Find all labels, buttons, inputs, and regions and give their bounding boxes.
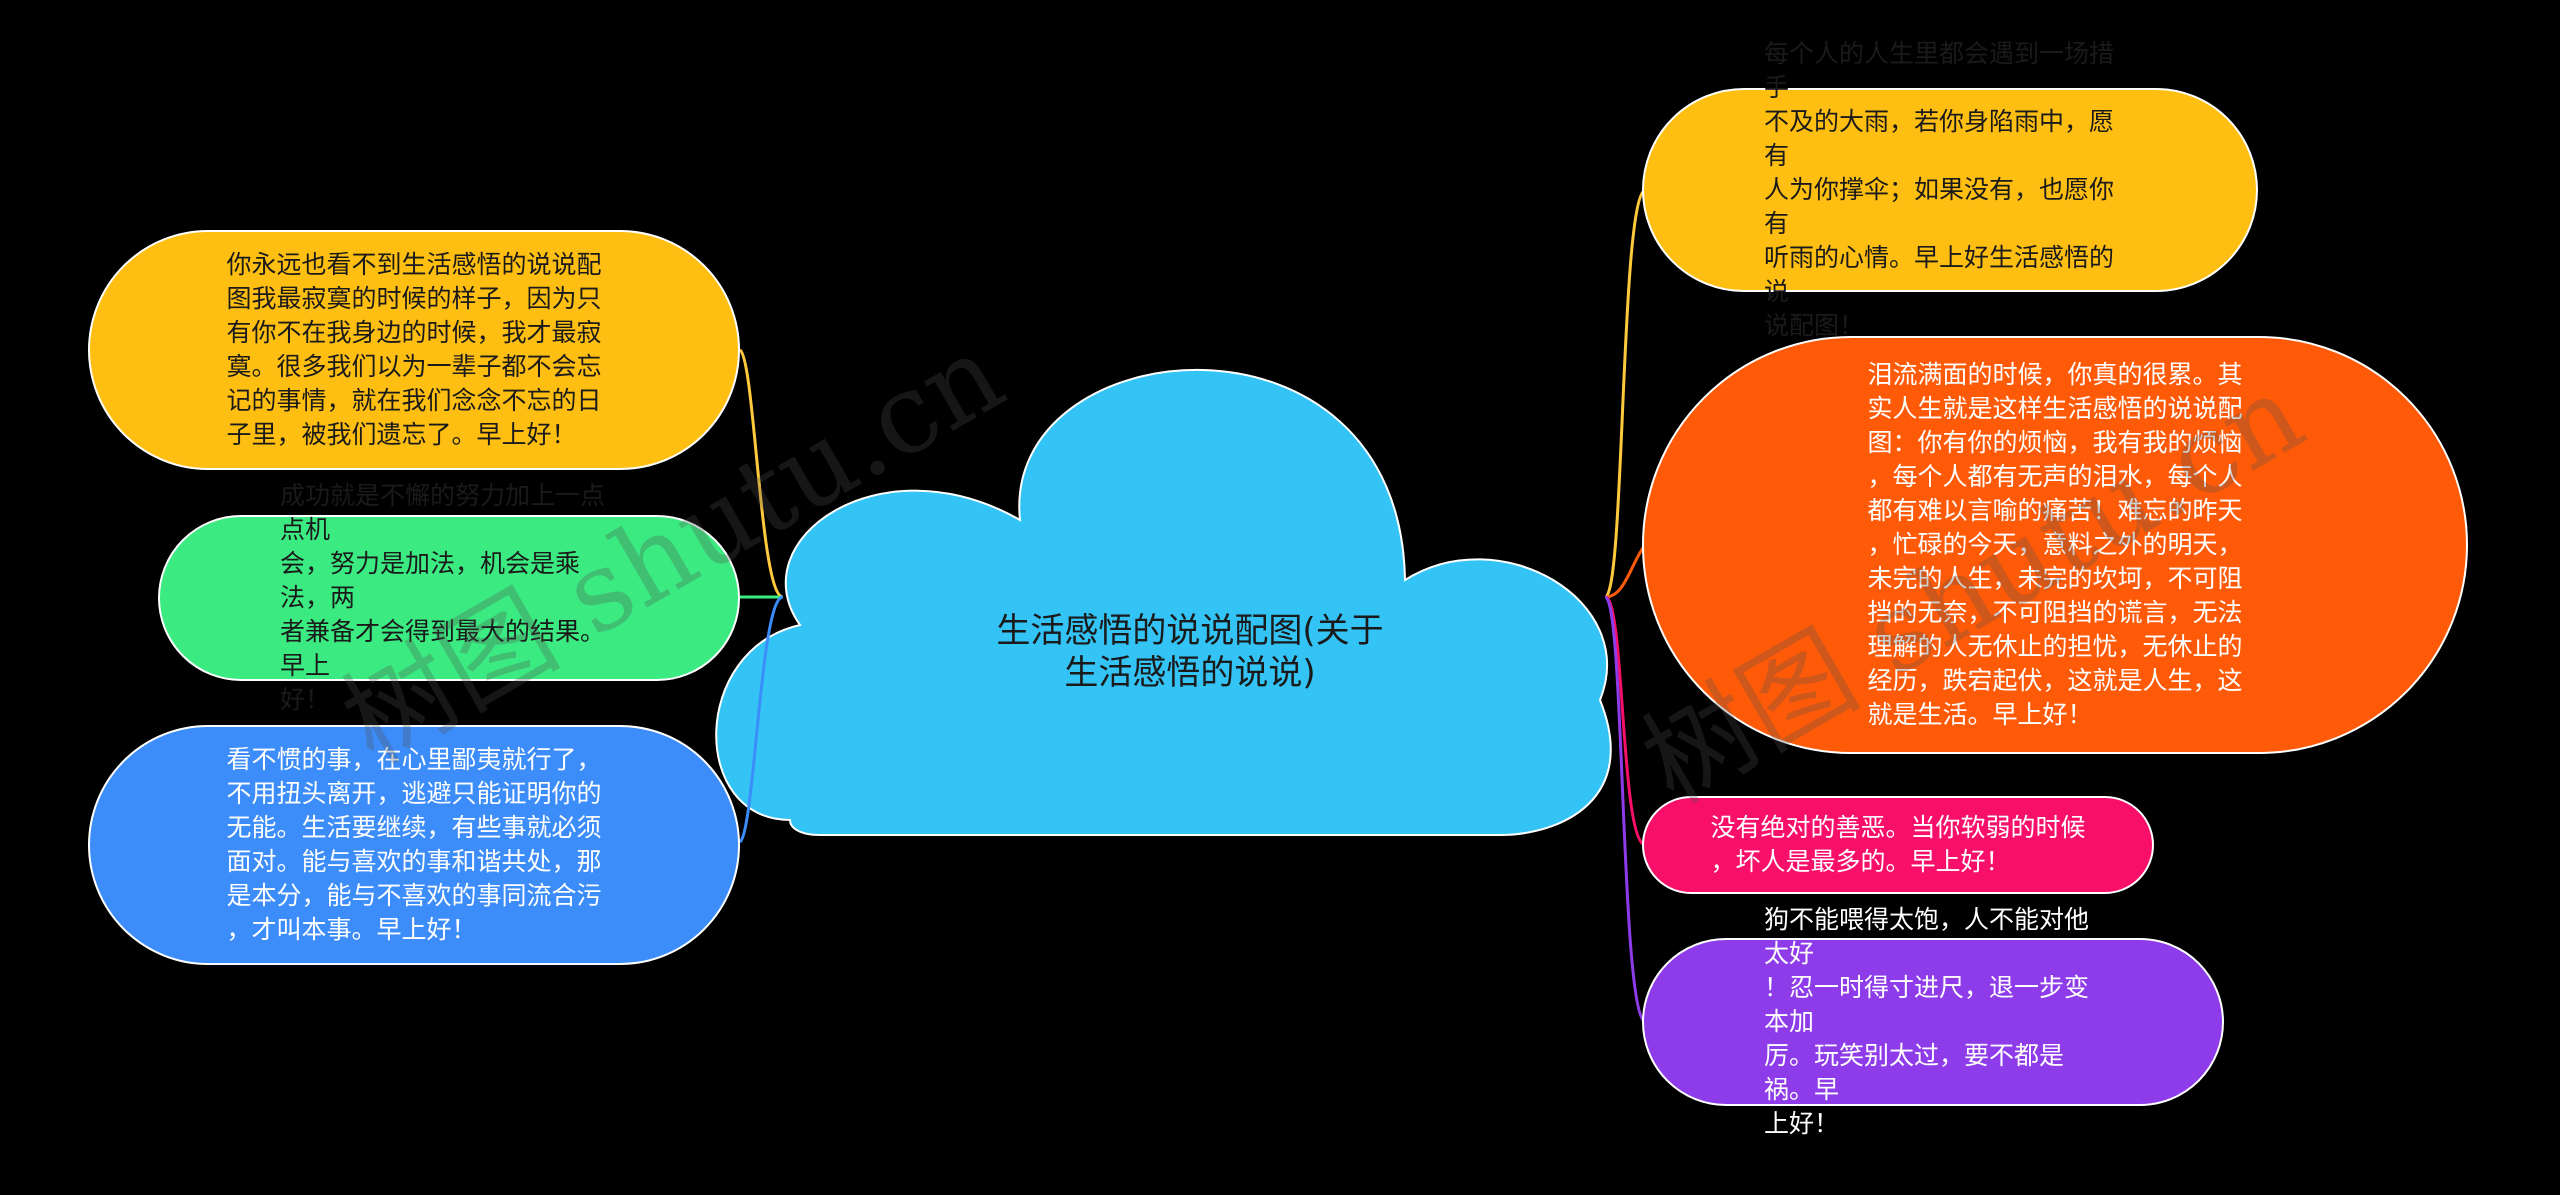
left-node-2-text: 成功就是不懈的努力加上一点点机 会，努力是加法，机会是乘法，两 者兼备才会得到最… bbox=[280, 481, 606, 714]
center-topic-title[interactable]: 生活感悟的说说配图(关于 生活感悟的说说) bbox=[996, 611, 1384, 693]
left-node-1[interactable]: 你永远也看不到生活感悟的说说配 图我最寂寞的时候的样子，因为只 有你不在我身边的… bbox=[88, 230, 740, 470]
link-left-3 bbox=[738, 595, 784, 844]
right-node-1-text: 每个人的人生里都会遇到一场措手 不及的大雨，若你身陷雨中，愿有 人为你撑伞；如果… bbox=[1764, 39, 2115, 340]
left-node-2[interactable]: 成功就是不懈的努力加上一点点机 会，努力是加法，机会是乘法，两 者兼备才会得到最… bbox=[158, 481, 740, 714]
right-node-3-text: 没有绝对的善恶。当你软弱的时候 ，坏人是最多的。早上好！ bbox=[1710, 813, 2086, 876]
right-node-3[interactable]: 没有绝对的善恶。当你软弱的时候 ，坏人是最多的。早上好！ bbox=[1642, 796, 2154, 894]
center-cloud bbox=[715, 369, 1612, 836]
right-node-4[interactable]: 狗不能喂得太饱，人不能对他太好 ！忍一时得寸进尺，退一步变本加 厉。玩笑别太过，… bbox=[1642, 905, 2224, 1138]
link-right-1 bbox=[1603, 188, 1647, 599]
link-right-4 bbox=[1603, 595, 1647, 1024]
left-node-1-text: 你永远也看不到生活感悟的说说配 图我最寂寞的时候的样子，因为只 有你不在我身边的… bbox=[226, 250, 602, 449]
right-node-2[interactable]: 泪流满面的时候，你真的很累。其 实人生就是这样生活感悟的说说配 图：你有你的烦恼… bbox=[1642, 336, 2468, 754]
link-left-1 bbox=[738, 348, 784, 599]
right-node-2-text: 泪流满面的时候，你真的很累。其 实人生就是这样生活感悟的说说配 图：你有你的烦恼… bbox=[1867, 360, 2243, 729]
link-right-3 bbox=[1604, 595, 1646, 847]
left-node-3-text: 看不惯的事，在心里鄙夷就行了， 不用扭头离开，逃避只能证明你的 无能。生活要继续… bbox=[226, 745, 602, 944]
right-node-4-text: 狗不能喂得太饱，人不能对他太好 ！忍一时得寸进尺，退一步变本加 厉。玩笑别太过，… bbox=[1764, 905, 2090, 1138]
left-node-3[interactable]: 看不惯的事，在心里鄙夷就行了， 不用扭头离开，逃避只能证明你的 无能。生活要继续… bbox=[88, 725, 740, 965]
right-node-1[interactable]: 每个人的人生里都会遇到一场措手 不及的大雨，若你身陷雨中，愿有 人为你撑伞；如果… bbox=[1642, 39, 2258, 340]
